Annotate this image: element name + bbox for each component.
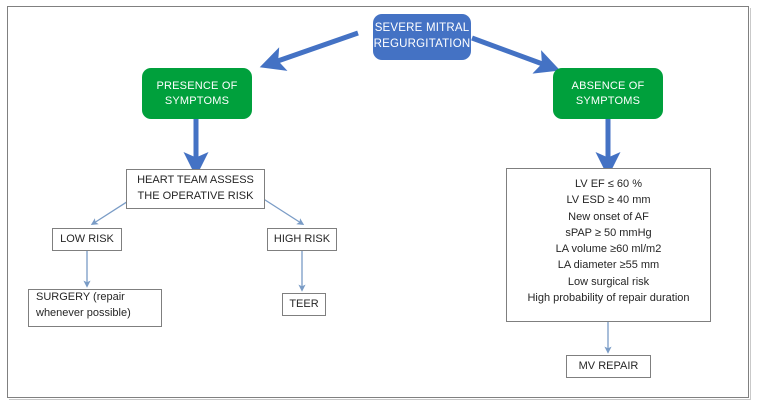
criteria-item: High probability of repair duration (527, 291, 690, 304)
node-low-risk[interactable]: LOW RISK (52, 228, 122, 251)
arrow-heart-team-to-high-risk (261, 197, 305, 226)
node-presence-line2: SYMPTOMS (164, 94, 230, 107)
node-criteria-box[interactable]: LV EF ≤ 60 % LV ESD ≥ 40 mm New onset of… (506, 168, 711, 322)
node-teer-label: TEER (289, 297, 319, 310)
node-heart-team-line1: HEART TEAM ASSESS (137, 174, 254, 187)
node-mv-repair-label: MV REPAIR (578, 359, 639, 372)
node-absence-line2: SYMPTOMS (575, 94, 641, 107)
node-heart-team-assess[interactable]: HEART TEAM ASSESS THE OPERATIVE RISK (126, 169, 265, 209)
node-surgery-line1: SURGERY (repair (36, 291, 125, 303)
arrow-root-to-presence (259, 30, 359, 71)
criteria-item: sPAP ≥ 50 mmHg (565, 226, 652, 239)
node-heart-team-line2: THE OPERATIVE RISK (137, 190, 254, 202)
node-root-line2: REGURGITATION (373, 38, 471, 50)
criteria-item: New onset of AF (568, 210, 649, 223)
node-high-risk-label: HIGH RISK (273, 232, 331, 245)
node-surgery[interactable]: SURGERY (repair whenever possible) (28, 289, 162, 327)
criteria-item: Low surgical risk (567, 275, 650, 288)
node-mv-repair[interactable]: MV REPAIR (566, 355, 651, 378)
node-presence-line1: PRESENCE OF (156, 79, 238, 92)
criteria-item: LA diameter ≥55 mm (557, 259, 660, 272)
node-surgery-line2: whenever possible) (36, 306, 131, 319)
node-root-line1: SEVERE MITRAL (374, 22, 470, 35)
node-absence-of-symptoms[interactable]: ABSENCE OF SYMPTOMS (553, 68, 663, 119)
node-high-risk[interactable]: HIGH RISK (267, 228, 337, 251)
arrow-root-to-absence (471, 35, 561, 74)
node-presence-of-symptoms[interactable]: PRESENCE OF SYMPTOMS (142, 68, 252, 119)
node-low-risk-label: LOW RISK (60, 232, 114, 245)
criteria-list: LV EF ≤ 60 % LV ESD ≥ 40 mm New onset of… (507, 169, 710, 306)
node-absence-line1: ABSENCE OF (571, 79, 645, 92)
criteria-item: LV EF ≤ 60 % (575, 178, 642, 190)
criteria-item: LA volume ≥60 ml/m2 (555, 243, 662, 256)
node-severe-mitral-regurgitation[interactable]: SEVERE MITRAL REGURGITATION (373, 14, 471, 60)
node-teer[interactable]: TEER (282, 293, 326, 316)
criteria-item: LV ESD ≥ 40 mm (566, 194, 651, 207)
